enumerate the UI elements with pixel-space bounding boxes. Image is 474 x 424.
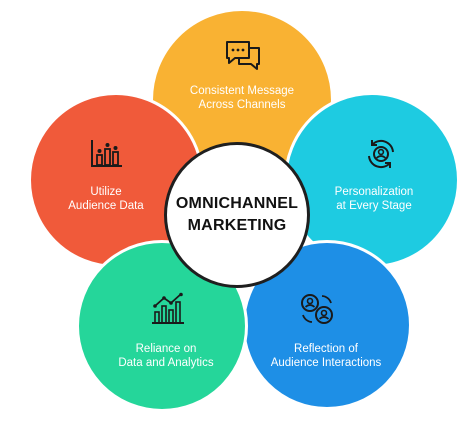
petal-label-line: Data and Analytics: [118, 357, 214, 369]
petal-label-line: Across Channels: [198, 99, 286, 111]
petal-label-line: Consistent Message: [189, 85, 295, 97]
petal-label-line: Personalization: [334, 186, 414, 198]
center-title-line2: MARKETING: [187, 217, 287, 234]
petal-label-utilize-audience-data: Utilize Audience Data: [50, 185, 162, 213]
personalization-cycle-icon: [368, 139, 394, 169]
petal-label-line: Reliance on: [135, 343, 197, 355]
chat-bubbles-icon: [226, 41, 260, 70]
center-circle: OMNICHANNEL MARKETING: [164, 142, 310, 288]
center-title-line1: OMNICHANNEL: [175, 195, 299, 212]
petal-label-line: Audience Data: [68, 200, 144, 212]
petal-label-line: Audience Interactions: [270, 357, 382, 369]
petal-label-line: Reflection of: [294, 343, 358, 355]
petal-label-line: Utilize: [90, 186, 122, 198]
petal-label-personalization: Personalization at Every Stage: [314, 185, 434, 213]
analytics-chart-icon: [152, 292, 184, 324]
audience-interaction-icon: [301, 294, 333, 324]
petal-label-line: at Every Stage: [336, 200, 412, 212]
audience-bars-icon: [91, 140, 122, 167]
petal-label-audience-interactions: Reflection of Audience Interactions: [256, 342, 396, 370]
petal-label-consistent-message: Consistent Message Across Channels: [172, 84, 312, 112]
petal-label-data-analytics: Reliance on Data and Analytics: [96, 342, 236, 370]
